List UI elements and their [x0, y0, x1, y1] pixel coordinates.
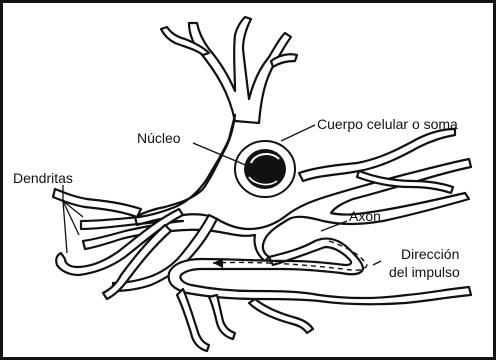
- nucleus: [235, 141, 295, 197]
- label-nucleus: Núcleo: [137, 130, 181, 146]
- top-dendrites: [161, 17, 297, 123]
- label-direction-line2: del impulso: [389, 264, 460, 280]
- label-axon: Axón: [349, 208, 381, 224]
- neuron-diagram: Núcleo Cuerpo celular o soma Dendritas A…: [3, 3, 496, 363]
- label-direction-line1: Dirección: [401, 246, 459, 262]
- label-dendrites: Dendritas: [13, 170, 73, 186]
- label-soma: Cuerpo celular o soma: [317, 116, 458, 132]
- left-dendrites: [53, 189, 217, 299]
- impulse-leader: [373, 261, 381, 265]
- soma-leader: [281, 125, 315, 141]
